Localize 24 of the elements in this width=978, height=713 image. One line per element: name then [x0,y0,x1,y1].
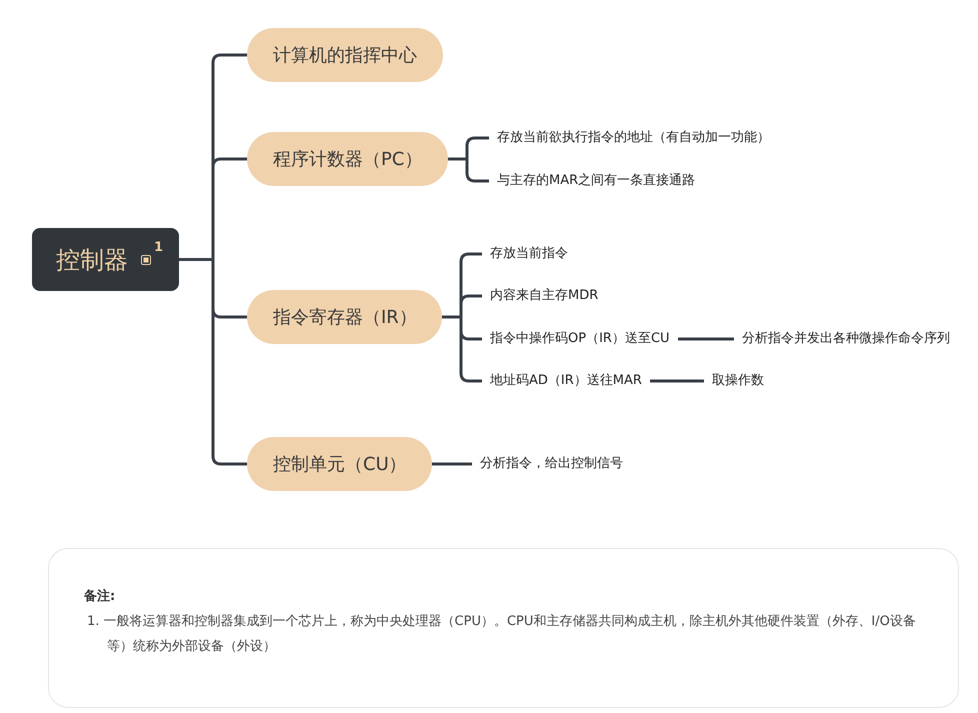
subtopic-text: 地址码AD（IR）送往MAR [482,370,642,392]
subtopic-text: 指令中操作码OP（IR）送至CU [482,328,670,350]
subtopic-text: 分析指令，给出控制信号 [472,453,623,475]
note-card [48,548,959,708]
connector-line [678,338,734,340]
connector-line [650,380,704,382]
connector-line [179,258,247,466]
note-text: 1. 一般将运算器和控制器集成到一个芯片上，称为中央处理器（CPU）。CPU和主存储器共同构成主机，除主机外其他硬件装置（外存、I/O设备等）统称为外部设备（外设） [87,613,917,656]
subtopic-text: 与主存的MAR之间有一条直接通路 [489,170,696,192]
topic-pill: 计算机的指挥中心 [247,28,443,82]
connector-line [448,158,489,182]
subtopic-text: 存放当前欲执行指令的地址（有自动加一功能） [489,127,770,149]
topic-pill: 控制单元（CU） [247,437,432,491]
connector-line [432,462,472,466]
topic-pill: 程序计数器（PC） [247,132,448,186]
subtopic-text: 取操作数 [704,370,764,392]
topic-title: 控制器 [56,244,128,276]
subtopic-text: 内容来自主存MDR [482,285,598,307]
topic-pill: 指令寄存器（IR） [247,290,442,344]
subtopic-text: 存放当前指令 [482,243,568,265]
root-topic-box [32,228,179,291]
subtopic-text: 分析指令并发出各种微操作命令序列 [734,328,950,350]
footnote-number: 1 [154,240,164,255]
note-heading: 备注: [84,588,116,605]
